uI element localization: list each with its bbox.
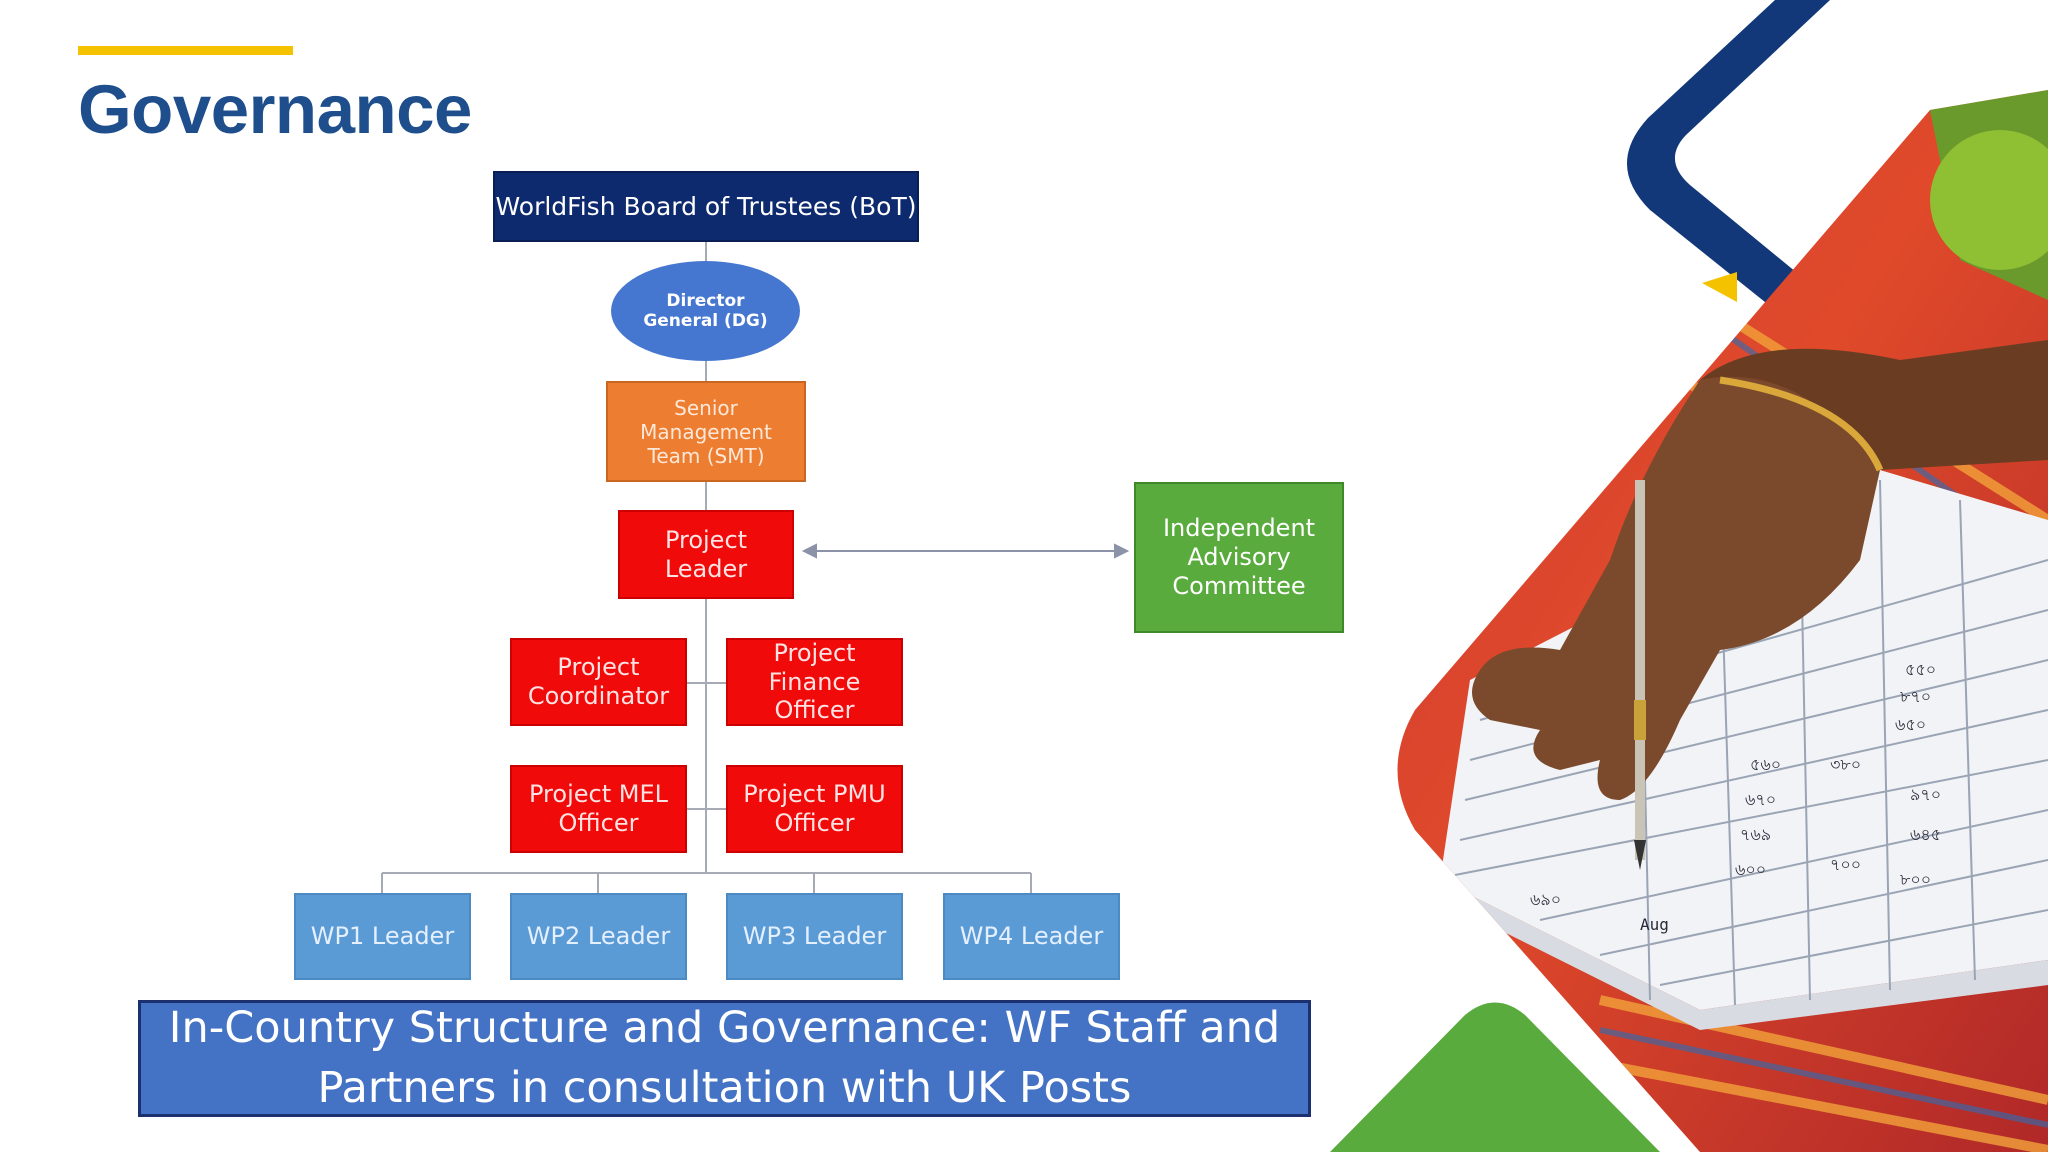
board-of-trustees-label: WorldFish Board of Trustees (BoT)	[495, 191, 917, 221]
handwriting-mark: ৫৬০	[1750, 755, 1781, 774]
wp2-leader-box: WP2 Leader	[510, 893, 687, 980]
wp-leader-label: WP1 Leader	[310, 922, 455, 951]
director-general-node: Director General (DG)	[611, 261, 800, 361]
slide-title: Governance	[78, 71, 472, 148]
org-chart-connectors	[381, 242, 1130, 893]
project-leader-label: Project Leader	[664, 525, 748, 583]
project-pmu-officer-box: Project PMU Officer	[726, 765, 903, 853]
project-mel-officer-box: Project MEL Officer	[510, 765, 687, 853]
board-of-trustees-box: WorldFish Board of Trustees (BoT)	[493, 171, 919, 242]
wp-leader-label: WP3 Leader	[742, 922, 887, 951]
wp1-leader-box: WP1 Leader	[294, 893, 471, 980]
independent-advisory-committee-box: Independent Advisory Committee	[1134, 482, 1344, 633]
director-general-label: Director General (DG)	[643, 290, 768, 331]
senior-management-team-label: Senior Management Team (SMT)	[640, 395, 772, 468]
wp4-leader-box: WP4 Leader	[943, 893, 1120, 980]
green-triangle-shape	[1330, 1002, 1660, 1152]
senior-management-team-box: Senior Management Team (SMT)	[606, 381, 806, 482]
project-finance-officer-box: Project Finance Officer	[726, 638, 903, 726]
caption-banner: In-Country Structure and Governance: WF …	[138, 1000, 1311, 1117]
handwriting-mark: ৭০০	[1830, 855, 1861, 874]
handwriting-mark: ৯৭০	[1910, 785, 1941, 804]
handwriting-mark: ৫৫০	[1905, 660, 1936, 679]
handwriting-mark: Aug	[1640, 915, 1669, 934]
wp-leader-label: WP2 Leader	[526, 922, 671, 951]
title-accent-bar	[78, 46, 293, 55]
caption-text: In-Country Structure and Governance: WF …	[168, 1003, 1281, 1113]
handwriting-mark: ৬০০	[1735, 860, 1766, 879]
decorative-photo-collage: ৫৫০ ৮৭০ ৬৫০ ৩৮০ ৯৭০ ৬৪৫ ৫৬০ ৬৭০ ৭৬৯ ৬০০ …	[1330, 0, 2048, 1152]
handwriting-mark: ৮০০	[1900, 870, 1931, 889]
wp-leader-label: WP4 Leader	[959, 922, 1104, 951]
project-coordinator-box: Project Coordinator	[510, 638, 687, 726]
project-leader-box: Project Leader	[618, 510, 794, 599]
wp3-leader-box: WP3 Leader	[726, 893, 903, 980]
handwriting-mark: ৬৪৫	[1910, 825, 1941, 844]
handwriting-mark: ৩৮০	[1830, 755, 1861, 774]
project-coordinator-label: Project Coordinator	[527, 653, 670, 710]
handwriting-mark: ৬৫০	[1895, 715, 1926, 734]
independent-advisory-committee-label: Independent Advisory Committee	[1162, 514, 1316, 600]
handwriting-mark: ৭৬৯	[1740, 825, 1771, 844]
yellow-triangle-marker	[1702, 272, 1737, 302]
project-mel-officer-label: Project MEL Officer	[529, 780, 668, 837]
handwriting-mark: ৬৭০	[1745, 790, 1776, 809]
bidirectional-arrow	[801, 543, 1130, 559]
handwriting-mark: ৮৭০	[1900, 687, 1931, 706]
project-pmu-officer-label: Project PMU Officer	[743, 780, 886, 837]
project-finance-officer-label: Project Finance Officer	[768, 638, 861, 725]
handwriting-mark: ৬৯০	[1530, 890, 1561, 909]
